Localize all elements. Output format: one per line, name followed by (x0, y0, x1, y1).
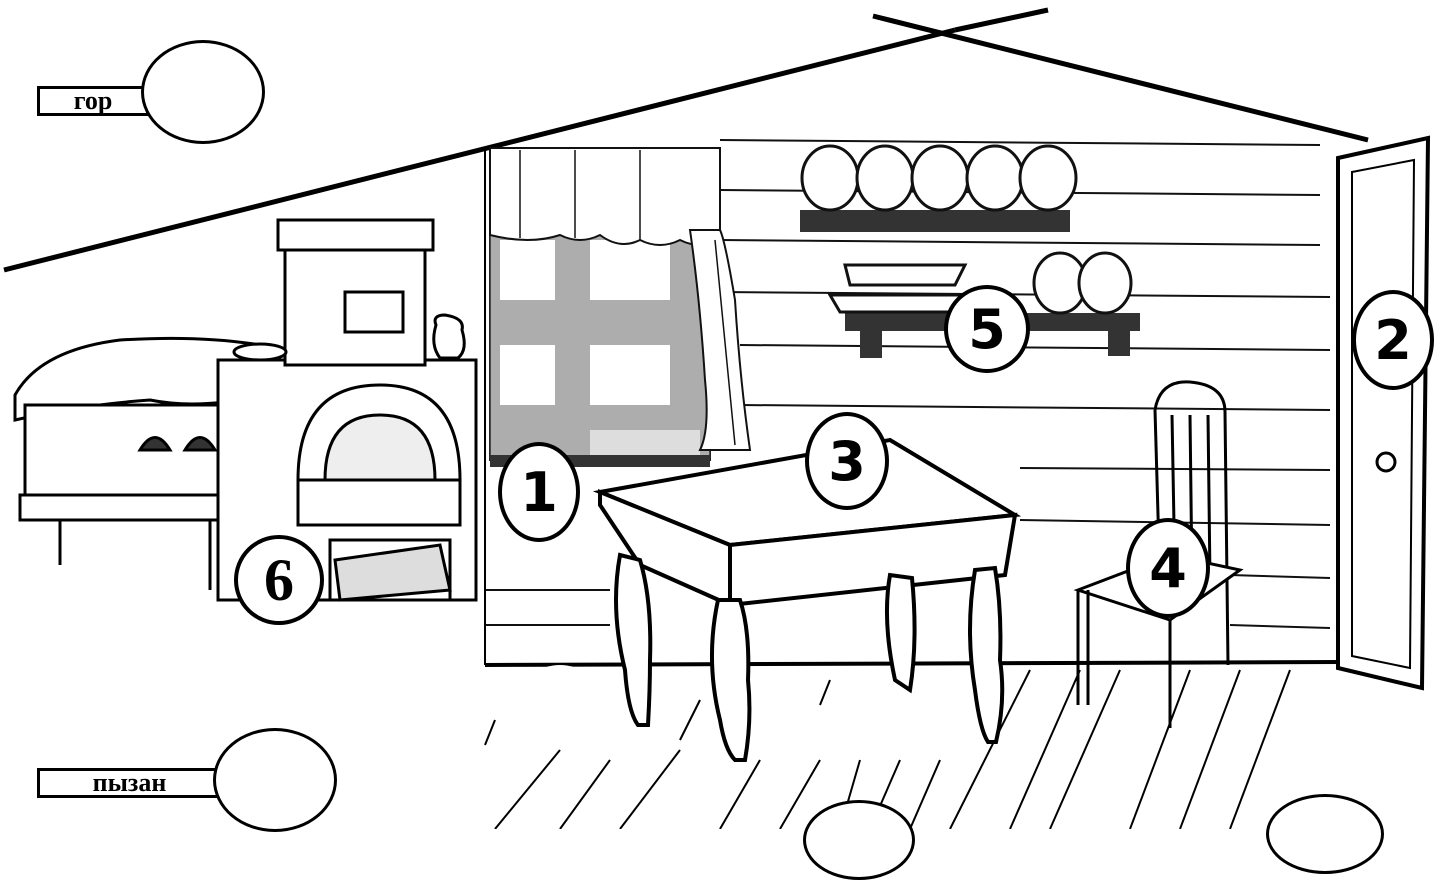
window (490, 230, 710, 467)
word-box-pyzan: пызан (37, 768, 222, 798)
stove (15, 220, 476, 600)
item-number-4: 4 (1126, 518, 1210, 618)
answer-circle-bottom-right[interactable] (1266, 794, 1384, 874)
answer-circle-pyzan[interactable] (213, 728, 337, 832)
door (1338, 138, 1428, 688)
partial-blank-circle (525, 665, 595, 715)
item-number-2: 2 (1352, 290, 1434, 390)
item-number-5: 5 (944, 285, 1030, 373)
item-number-6: 6 (234, 535, 324, 625)
plates-shelf-top (800, 146, 1076, 232)
answer-circle-gor[interactable] (141, 40, 265, 144)
table (600, 440, 1015, 760)
item-number-3: 3 (805, 412, 889, 510)
answer-circle-bottom-middle[interactable] (803, 800, 915, 880)
word-box-gor: гор (37, 86, 149, 116)
item-number-1: 1 (498, 442, 580, 542)
